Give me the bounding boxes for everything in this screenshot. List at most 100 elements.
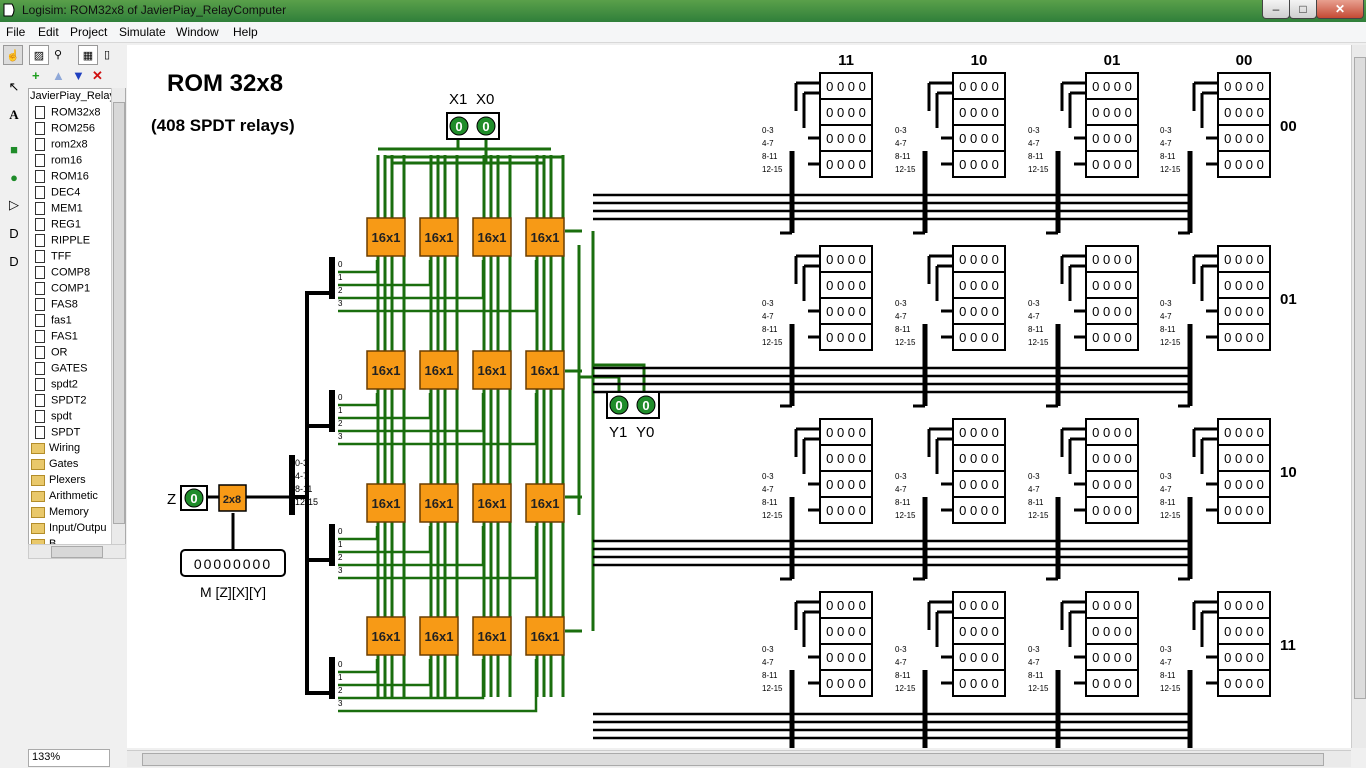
rom-cell-value: 0 0 0 0 <box>1092 252 1132 267</box>
and-gate-icon[interactable]: D <box>9 225 19 241</box>
explorer-circuit-item[interactable]: ROM16 <box>29 170 89 186</box>
rom-splitter-label: 8-11 <box>762 152 778 161</box>
circuit-icon <box>35 138 45 151</box>
canvas-vscroll[interactable] <box>1351 45 1366 748</box>
layout-icon[interactable]: ▯ <box>103 48 111 61</box>
explorer-root[interactable]: JavierPiay_Relay <box>30 90 115 102</box>
rom-cell-value: 0 0 0 0 <box>1224 131 1264 146</box>
rom-splitter-label: 8-11 <box>762 325 778 334</box>
rom-cell-value: 0 0 0 0 <box>1092 477 1132 492</box>
explorer-circuit-item[interactable]: FAS1 <box>29 330 78 346</box>
column-header: 10 <box>971 52 988 69</box>
delete-circuit-icon[interactable]: ✕ <box>92 68 103 83</box>
splitter-bit-label: 3 <box>338 566 343 575</box>
logisim-app-icon <box>3 3 15 17</box>
rom-cell <box>819 323 873 351</box>
rom-cell <box>1085 323 1139 351</box>
bus-wire <box>305 291 332 465</box>
explorer-circuit-item[interactable]: GATES <box>29 362 87 378</box>
select-icon[interactable]: ⚲ <box>53 48 63 61</box>
rom-cell-value: 0 0 0 0 <box>959 477 999 492</box>
explorer-circuit-item[interactable]: rom2x8 <box>29 138 88 154</box>
close-button[interactable]: ✕ <box>1316 0 1364 19</box>
menu-simulate[interactable]: Simulate <box>119 25 166 39</box>
grid-icon[interactable]: ▦ <box>78 45 98 65</box>
explorer-circuit-item[interactable]: spdt2 <box>29 378 78 394</box>
move-up-icon[interactable]: ▲ <box>52 68 65 83</box>
menu-project[interactable]: Project <box>70 25 108 39</box>
minimize-button[interactable]: – <box>1262 0 1290 19</box>
explorer-circuit-item[interactable]: fas1 <box>29 314 72 330</box>
row-label: 00 <box>1280 118 1297 135</box>
explorer-circuit-item[interactable]: RIPPLE <box>29 234 90 250</box>
canvas-hscroll[interactable] <box>127 750 1351 767</box>
rom-cell-value: 0 0 0 0 <box>959 105 999 120</box>
menu-window[interactable]: Window <box>176 25 219 39</box>
explorer-circuit-item[interactable]: OR <box>29 346 68 362</box>
explorer-item-label: TFF <box>51 250 72 263</box>
mux-body <box>472 483 512 523</box>
rom-splitter-label: 4-7 <box>1160 485 1172 494</box>
add-circuit-icon[interactable]: + <box>32 68 40 83</box>
mux-label: 16x1 <box>372 496 401 511</box>
rom-cell <box>952 72 1006 100</box>
explorer-circuit-item[interactable]: TFF <box>29 250 71 266</box>
explorer-circuit-item[interactable]: MEM1 <box>29 202 83 218</box>
poke-icon[interactable]: ☝ <box>3 45 23 65</box>
explorer-circuit-item[interactable]: REG1 <box>29 218 81 234</box>
maximize-button[interactable]: □ <box>1289 0 1317 19</box>
move-down-icon[interactable]: ▼ <box>72 68 85 83</box>
explorer-circuit-item[interactable]: spdt <box>29 410 72 426</box>
explorer-circuit-item[interactable]: COMP8 <box>29 266 90 282</box>
select-wire <box>338 393 432 420</box>
x-pin-value: 0 <box>455 119 462 134</box>
explorer-circuit-item[interactable]: ROM32x8 <box>29 106 101 122</box>
explorer-library-folder[interactable]: Input/Outpu <box>29 522 107 538</box>
explorer-circuit-item[interactable]: COMP1 <box>29 282 90 298</box>
explorer-folder-label: Input/Outpu <box>49 522 107 534</box>
explorer-hscroll[interactable] <box>28 544 126 559</box>
explorer-library-folder[interactable]: Plexers <box>29 474 86 490</box>
explorer-folder-label: B... <box>49 538 66 546</box>
zoom-field[interactable]: 133% <box>28 749 110 767</box>
explorer-circuit-item[interactable]: DEC4 <box>29 186 80 202</box>
text-tool-icon[interactable]: A <box>9 107 19 122</box>
explorer-library-folder[interactable]: Wiring <box>29 442 80 458</box>
select-wire <box>338 659 538 713</box>
x1-label: X1 <box>449 91 467 108</box>
explorer-library-folder[interactable]: Gates <box>29 458 78 474</box>
input-pin-icon[interactable]: ■ <box>10 141 18 157</box>
x-pin-led <box>476 116 496 136</box>
arrow-tool-icon[interactable]: ↖ <box>8 79 20 94</box>
rom-splitter-label: 4-7 <box>762 658 774 667</box>
title-bar: Logisim: ROM32x8 of JavierPiay_RelayComp… <box>0 0 1366 22</box>
explorer-library-folder[interactable]: Memory <box>29 506 89 522</box>
circuit-icon <box>35 218 45 231</box>
rom-cell-value: 0 0 0 0 <box>1092 598 1132 613</box>
x-pin-led <box>449 116 469 136</box>
explorer-library-folder[interactable]: B... <box>29 538 66 546</box>
explorer-circuit-item[interactable]: SPDT <box>29 426 80 442</box>
mux-16x1: 16x1 <box>366 350 406 390</box>
rom-cell-value: 0 0 0 0 <box>1092 304 1132 319</box>
or-gate-icon[interactable]: D <box>9 253 19 269</box>
not-gate-icon[interactable]: ▷ <box>9 197 19 212</box>
explorer-library-folder[interactable]: Arithmetic <box>29 490 98 506</box>
mux-16x1: 16x1 <box>472 217 512 257</box>
menu-edit[interactable]: Edit <box>38 25 59 39</box>
menu-help[interactable]: Help <box>233 25 258 39</box>
rom-cell <box>1217 418 1271 446</box>
splitter-bit-label: 2 <box>338 419 343 428</box>
edit-icon[interactable]: ▨ <box>29 45 49 65</box>
explorer-circuit-item[interactable]: ROM256 <box>29 122 95 138</box>
explorer-vscroll[interactable] <box>111 88 125 544</box>
explorer-circuit-item[interactable]: rom16 <box>29 154 82 170</box>
output-pin-icon[interactable]: ● <box>10 169 18 185</box>
explorer-circuit-item[interactable]: FAS8 <box>29 298 78 314</box>
rom-cell-value: 0 0 0 0 <box>959 131 999 146</box>
rom-cell-value: 0 0 0 0 <box>1092 451 1132 466</box>
explorer-circuit-item[interactable]: SPDT2 <box>29 394 86 410</box>
menu-file[interactable]: File <box>6 25 26 39</box>
